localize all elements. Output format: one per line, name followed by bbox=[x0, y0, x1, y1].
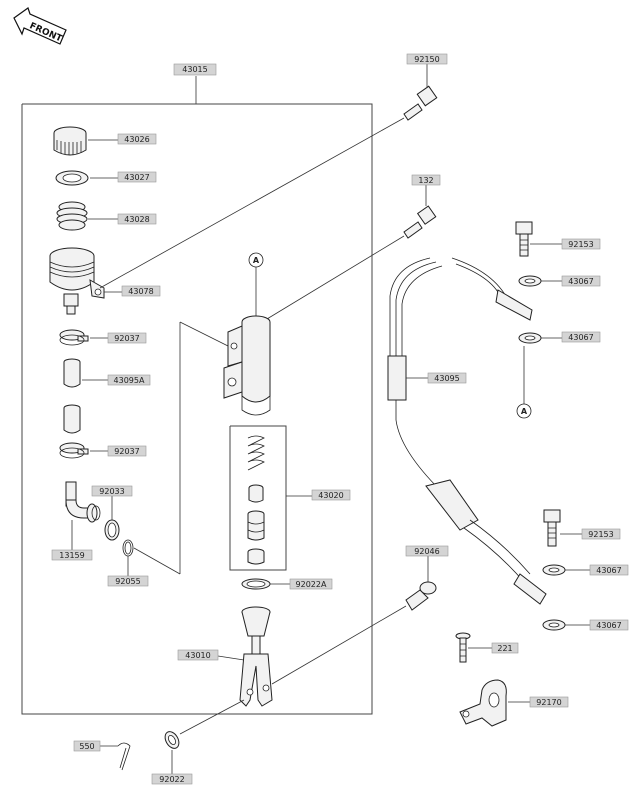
callout-43027[interactable]: 43027 bbox=[117, 171, 157, 183]
callout-221-text: 221 bbox=[497, 644, 512, 653]
elbow-fitting-part bbox=[65, 481, 101, 523]
callout-92037-lower[interactable]: 92037 bbox=[107, 445, 147, 457]
callout-43010[interactable]: 43010 bbox=[177, 649, 219, 661]
snap-ring-part bbox=[104, 519, 120, 541]
bleeder-bolt-part bbox=[403, 205, 437, 239]
circlip-part bbox=[241, 578, 271, 590]
hose-clamp-bracket-part bbox=[459, 679, 507, 727]
reference-mark-a-upper-text: A bbox=[253, 256, 260, 265]
callout-43020[interactable]: 43020 bbox=[311, 489, 351, 501]
callout-132-text: 132 bbox=[418, 176, 433, 185]
callout-43067-b[interactable]: 43067 bbox=[561, 331, 601, 343]
callout-43027-text: 43027 bbox=[124, 173, 149, 182]
reservoir-hose-part bbox=[63, 358, 81, 434]
callout-43067-a-text: 43067 bbox=[568, 277, 593, 286]
crush-washer-part-a bbox=[518, 275, 542, 287]
callout-92153-lower[interactable]: 92153 bbox=[581, 528, 621, 540]
crush-washer-part-d bbox=[542, 619, 566, 631]
callout-92153-upper-text: 92153 bbox=[568, 240, 593, 249]
washer-part bbox=[164, 731, 180, 749]
callout-92170-text: 92170 bbox=[536, 698, 561, 707]
callout-43067-a[interactable]: 43067 bbox=[561, 275, 601, 287]
callout-43010-text: 43010 bbox=[185, 651, 210, 660]
callout-92153-upper[interactable]: 92153 bbox=[561, 238, 601, 250]
callout-92022A-text: 92022A bbox=[296, 580, 327, 589]
reservoir-cap-part bbox=[53, 126, 87, 156]
callout-92037-upper-text: 92037 bbox=[114, 334, 139, 343]
callout-132[interactable]: 132 bbox=[411, 174, 441, 186]
callout-92037-upper[interactable]: 92037 bbox=[107, 332, 147, 344]
callout-92046[interactable]: 92046 bbox=[405, 545, 449, 557]
callout-92170[interactable]: 92170 bbox=[529, 696, 569, 708]
callout-92033-text: 92033 bbox=[99, 487, 124, 496]
callout-43015[interactable]: 43015 bbox=[173, 63, 217, 76]
crush-washer-part-b bbox=[518, 332, 542, 344]
assembly-frame bbox=[21, 76, 373, 715]
callout-92022[interactable]: 92022 bbox=[151, 773, 193, 785]
hose-clamp-part-upper bbox=[59, 329, 89, 346]
callout-92037-lower-text: 92037 bbox=[114, 447, 139, 456]
callout-43028[interactable]: 43028 bbox=[117, 213, 157, 225]
callout-43026[interactable]: 43026 bbox=[117, 133, 157, 145]
piston-cup-part bbox=[248, 484, 264, 503]
callout-92033[interactable]: 92033 bbox=[91, 485, 133, 497]
callout-92022-text: 92022 bbox=[159, 775, 184, 784]
cotter-pin-part bbox=[117, 742, 131, 771]
callout-43015-text: 43015 bbox=[182, 65, 207, 74]
callout-43026-text: 43026 bbox=[124, 135, 149, 144]
callout-43067-c[interactable]: 43067 bbox=[589, 564, 629, 576]
callout-92150-text: 92150 bbox=[414, 55, 439, 64]
callout-92022A[interactable]: 92022A bbox=[289, 578, 333, 590]
banjo-bolt-part-right-upper bbox=[515, 221, 533, 257]
piston-part bbox=[247, 510, 265, 541]
callout-43067-c-text: 43067 bbox=[596, 566, 621, 575]
callout-43067-d[interactable]: 43067 bbox=[589, 619, 629, 631]
callout-92055-text: 92055 bbox=[115, 577, 140, 586]
callout-13159-text: 13159 bbox=[59, 551, 84, 560]
callout-43095A[interactable]: 43095A bbox=[107, 374, 151, 386]
callout-43095-text: 43095 bbox=[434, 374, 459, 383]
diaphragm-part bbox=[56, 201, 88, 231]
callout-43028-text: 43028 bbox=[124, 215, 149, 224]
diaphragm-plate-part bbox=[55, 170, 89, 186]
o-ring-part bbox=[122, 539, 134, 557]
callout-550[interactable]: 550 bbox=[73, 740, 101, 752]
reservoir-tank-part bbox=[49, 247, 105, 315]
callout-221[interactable]: 221 bbox=[491, 642, 519, 654]
callout-43095A-text: 43095A bbox=[114, 376, 145, 385]
banjo-bolt-part-upper bbox=[403, 85, 438, 121]
callout-43067-b-text: 43067 bbox=[568, 333, 593, 342]
callout-43078-text: 43078 bbox=[128, 287, 153, 296]
push-rod-clevis-part bbox=[239, 606, 273, 707]
callout-92046-text: 92046 bbox=[414, 547, 439, 556]
piston-spring-part bbox=[247, 435, 265, 471]
callout-550-text: 550 bbox=[79, 742, 94, 751]
callout-43078[interactable]: 43078 bbox=[121, 285, 161, 297]
reference-mark-a-upper: A bbox=[248, 252, 264, 318]
hose-clamp-part-lower bbox=[59, 442, 89, 459]
reference-mark-a-lower: A bbox=[516, 346, 532, 419]
callout-43020-text: 43020 bbox=[318, 491, 343, 500]
piston-seal-part bbox=[247, 548, 265, 565]
callout-43067-d-text: 43067 bbox=[596, 621, 621, 630]
callout-13159[interactable]: 13159 bbox=[51, 549, 93, 561]
callout-43095[interactable]: 43095 bbox=[427, 372, 467, 384]
callout-92055[interactable]: 92055 bbox=[107, 575, 149, 587]
screw-part bbox=[455, 632, 471, 663]
callout-92153-lower-text: 92153 bbox=[588, 530, 613, 539]
callout-92150[interactable]: 92150 bbox=[406, 53, 448, 65]
banjo-bolt-part-right-lower bbox=[543, 509, 561, 547]
crush-washer-part-c bbox=[542, 564, 566, 576]
front-arrow-icon: FRONT bbox=[13, 7, 67, 45]
master-cylinder-body-part bbox=[223, 315, 271, 416]
clevis-pin-part bbox=[405, 581, 437, 611]
piston-kit-frame bbox=[229, 425, 287, 571]
reference-mark-a-lower-text: A bbox=[521, 407, 528, 416]
